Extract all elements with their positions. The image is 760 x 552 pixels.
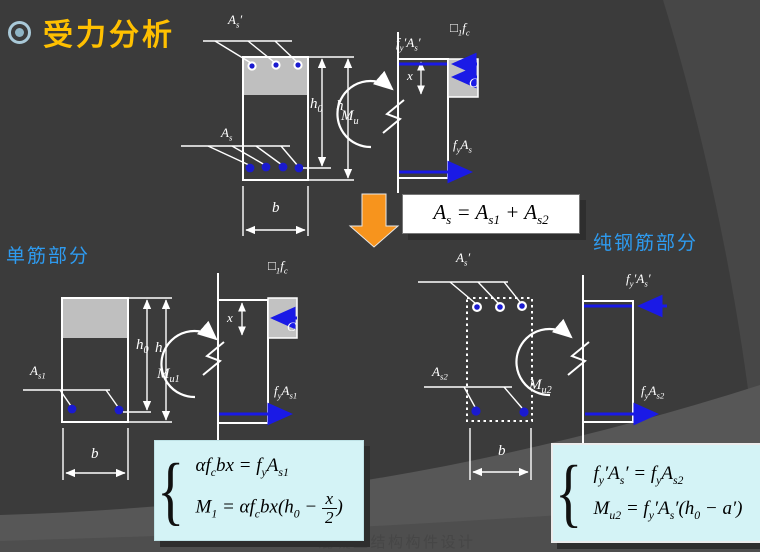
target-bullet-icon xyxy=(8,20,31,44)
top-beam-section-diagram xyxy=(181,40,405,236)
label-as-top: As xyxy=(221,125,233,143)
sum-formula-box: As = As1 + As2 xyxy=(402,194,580,234)
label-b-top: b xyxy=(272,200,280,216)
label-x-top: x xyxy=(407,68,413,83)
label-fyas-prime-right: fy′As′ xyxy=(626,271,651,289)
label-fyas-top: fyAs xyxy=(453,137,472,155)
label-mu2: Mu2 xyxy=(529,377,552,396)
right-formula-line2: Mu2 = fy′As′(h0 − a′) xyxy=(593,498,743,522)
force-arrows xyxy=(584,294,667,426)
left-formula-line1: αfcbx = fyAs1 xyxy=(195,455,289,479)
label-x-left: x xyxy=(227,310,233,325)
label-h0-top: h0 xyxy=(310,96,323,115)
rebar-dots-icon xyxy=(67,404,124,415)
right-stress-diagram xyxy=(582,275,667,443)
right-section-label: 纯钢筋部分 xyxy=(593,233,699,254)
label-b-right: b xyxy=(498,443,506,459)
label-h-left: h xyxy=(155,340,163,356)
top-stress-diagram xyxy=(397,32,479,193)
force-arrows xyxy=(219,306,297,426)
label-as1: As1 xyxy=(30,363,46,381)
right-formula-line1: fy′As′ = fyAs2 xyxy=(593,463,684,487)
label-b-left: b xyxy=(91,446,99,462)
label-c-left: C xyxy=(287,319,296,334)
label-fyas-prime-top: fy′As′ xyxy=(396,35,421,53)
label-as-prime-top: As′ xyxy=(228,12,243,30)
moment-arrow-icon xyxy=(515,318,573,397)
right-formula-box: { fy′As′ = fyAs2 Mu2 = fy′As′(h0 − a′) xyxy=(551,443,760,543)
label-as2: As2 xyxy=(432,364,448,382)
down-arrow-icon xyxy=(348,193,400,248)
moment-arrow-icon xyxy=(336,70,394,149)
left-section-label: 单筋部分 xyxy=(6,246,91,267)
label-as-prime-right: As′ xyxy=(456,250,471,268)
break-symbol-icon xyxy=(567,341,590,376)
label-h-top: h xyxy=(336,98,344,114)
label-fyas1: fyAs1 xyxy=(274,383,298,401)
sum-formula: As = As1 + As2 xyxy=(433,199,549,228)
right-beam-section-diagram xyxy=(418,281,590,480)
left-beam-section-diagram xyxy=(23,297,225,480)
page-title: 受力分析 xyxy=(8,10,175,54)
label-h0-left: h0 xyxy=(136,337,149,356)
break-symbol-icon xyxy=(202,341,225,376)
rebar-dots-icon xyxy=(471,301,529,417)
label-mu1: Mu1 xyxy=(157,366,180,385)
moment-arrow-icon xyxy=(160,320,218,399)
rebar-dots-icon xyxy=(245,60,304,173)
label-alpha1fc-left: □1fc xyxy=(268,258,288,276)
force-arrows xyxy=(399,52,477,184)
break-symbol-icon xyxy=(382,99,405,134)
label-alpha1fc-top: □1fc xyxy=(450,20,470,38)
label-fyas2: fyAs2 xyxy=(641,383,665,401)
page-title-text: 受力分析 xyxy=(43,19,175,52)
label-c-top: C xyxy=(469,75,478,90)
label-mu-top: Mu xyxy=(341,108,359,127)
left-stress-diagram xyxy=(217,273,298,441)
